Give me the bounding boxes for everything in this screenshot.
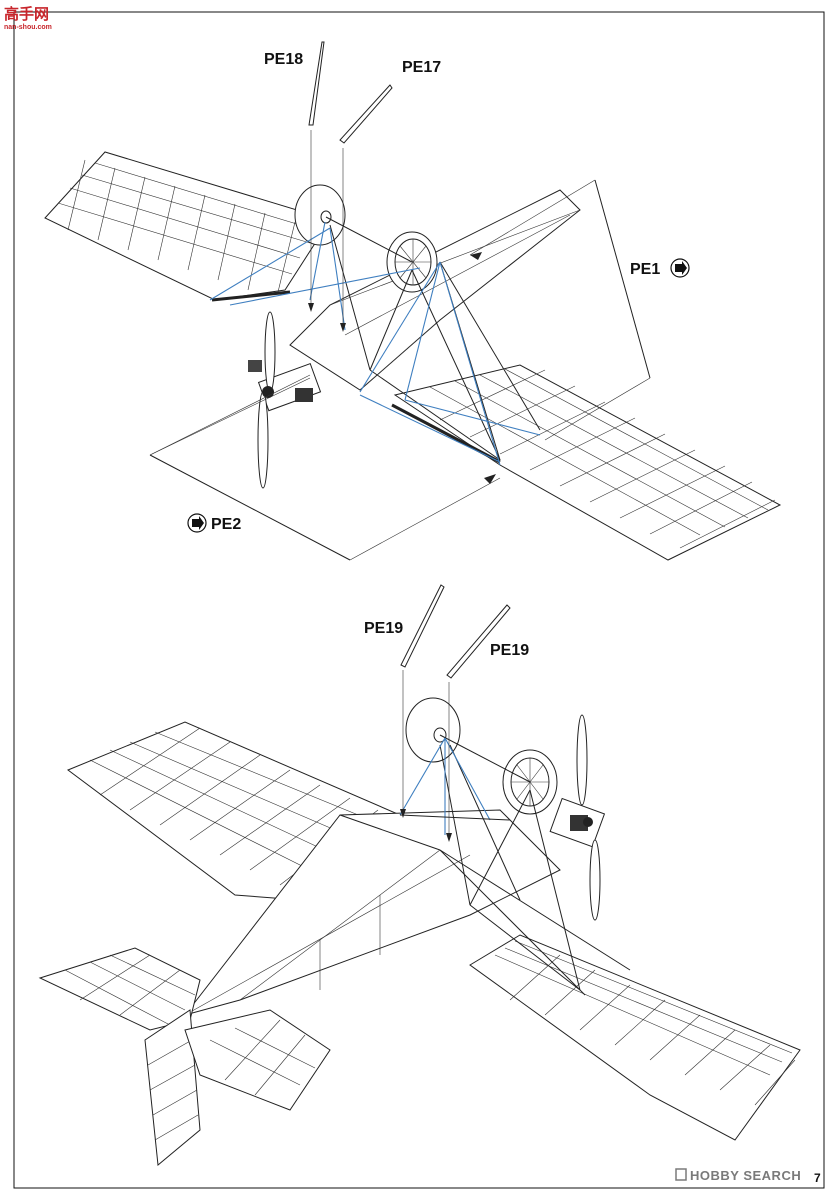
bottom-flying-wires <box>339 814 631 996</box>
watermark-bottom-right: HOBBY SEARCH <box>675 1168 801 1183</box>
top-wheels <box>294 184 438 293</box>
pe1-part-outline <box>469 179 651 441</box>
page-frame <box>13 11 825 1189</box>
pe19-left-part-outline <box>400 584 445 818</box>
callout-pe2: PE2 <box>211 516 241 533</box>
pe19-right-part-outline <box>446 604 511 842</box>
top-engine <box>248 311 322 489</box>
callout-pe19-left: PE19 <box>364 620 403 637</box>
bottom-rigging-wires <box>399 737 491 835</box>
bottom-aircraft-view <box>38 584 801 1166</box>
callout-pe17: PE17 <box>402 59 441 76</box>
bottom-tail <box>38 947 331 1166</box>
top-fuselage <box>289 189 581 391</box>
bottom-right-wing <box>469 934 801 1141</box>
hobbysearch-logo-icon <box>675 1168 687 1181</box>
svg-text:高手网: 高手网 <box>4 5 49 23</box>
top-rigging-wires <box>209 221 541 466</box>
callout-pe18: PE18 <box>264 51 303 68</box>
bottom-wheels <box>405 697 558 815</box>
arrow-circle-icon <box>670 258 690 278</box>
top-right-wing <box>391 364 782 561</box>
pe18-part-outline <box>308 41 325 312</box>
bottom-undercarriage <box>439 744 581 991</box>
svg-text:HOBBY SEARCH: HOBBY SEARCH <box>690 1168 801 1183</box>
page-number: 7 <box>814 1171 821 1185</box>
arrow-circle-icon <box>187 513 207 533</box>
bottom-engine <box>549 714 606 921</box>
callout-pe1: PE1 <box>630 261 660 278</box>
pe2-part-outline <box>149 374 501 561</box>
pe17-part-outline <box>339 84 393 332</box>
callout-pe19-right: PE19 <box>490 642 529 659</box>
top-aircraft-view <box>44 41 782 561</box>
watermark-top-left: 高手网 nan-shou.com <box>4 5 52 31</box>
svg-text:nan-shou.com: nan-shou.com <box>4 24 52 31</box>
top-left-wing <box>44 151 331 302</box>
